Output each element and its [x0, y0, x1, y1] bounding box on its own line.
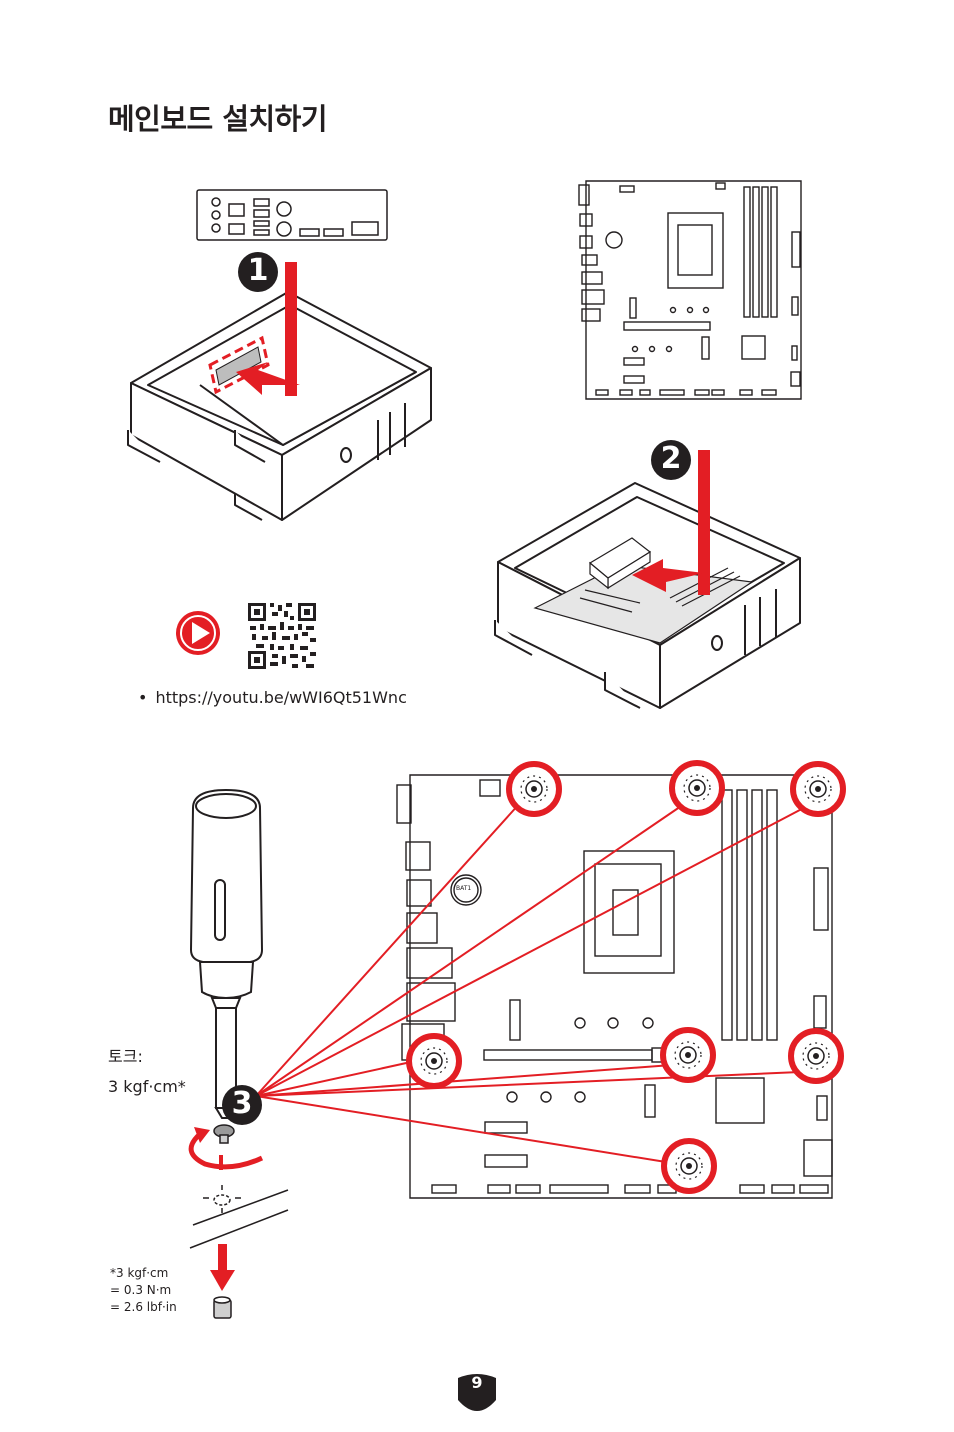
screwdriver-icon	[189, 788, 264, 1119]
step3-badge	[222, 1085, 262, 1125]
torque-footnote: *3 kgf·cm = 0.3 N·m = 2.6 lbf·in	[110, 1265, 177, 1316]
arrow-step2	[632, 450, 710, 595]
torque-label: 토크:	[108, 1047, 143, 1066]
step2-number: 2	[660, 441, 682, 476]
step1-badge	[238, 252, 278, 292]
io-shield	[196, 189, 388, 241]
footnote-line: = 0.3 N·m	[110, 1283, 172, 1297]
play-video-icon	[176, 611, 220, 655]
screw-hole-marker	[669, 760, 725, 816]
screw-hole-marker	[660, 1027, 716, 1083]
down-arrow-icon	[210, 1244, 235, 1291]
footnote-line: *3 kgf·cm	[110, 1266, 169, 1280]
page-number-badge	[458, 1374, 496, 1411]
screw-icon	[213, 1124, 235, 1144]
bullet: •	[138, 688, 148, 707]
rotate-arrow-icon	[188, 1132, 264, 1170]
step1-number: 1	[247, 253, 269, 288]
battery-label: BAT1	[456, 885, 472, 892]
screw-hole-markers	[406, 760, 846, 1194]
qr-code-icon	[247, 602, 317, 670]
mount-hole-icon	[189, 1185, 289, 1249]
step2-badge	[651, 440, 691, 480]
video-url-link[interactable]: https://youtu.be/wWI6Qt51Wnc	[155, 688, 407, 707]
screw-hole-marker	[661, 1138, 717, 1194]
torque-value: 3 kgf·cm*	[108, 1077, 186, 1096]
screw-hole-marker	[406, 1033, 462, 1089]
page-title: 메인보드 설치하기	[108, 102, 328, 136]
page-number: 9	[471, 1373, 483, 1392]
screw-hole-marker	[506, 761, 562, 817]
screw-guide-lines	[255, 799, 816, 1164]
screw-hole-marker	[788, 1028, 844, 1084]
standoff-icon	[213, 1296, 232, 1319]
step3-number: 3	[231, 1086, 253, 1121]
footnote-line: = 2.6 lbf·in	[110, 1300, 177, 1314]
io-cutout-highlight	[208, 335, 270, 395]
motherboard-top	[578, 180, 802, 400]
case-step1	[127, 291, 432, 521]
video-link-line: • https://youtu.be/wWI6Qt51Wnc	[138, 688, 407, 707]
board-in-case	[533, 537, 754, 644]
screw-hole-marker	[790, 761, 846, 817]
arrow-step1	[236, 262, 300, 396]
